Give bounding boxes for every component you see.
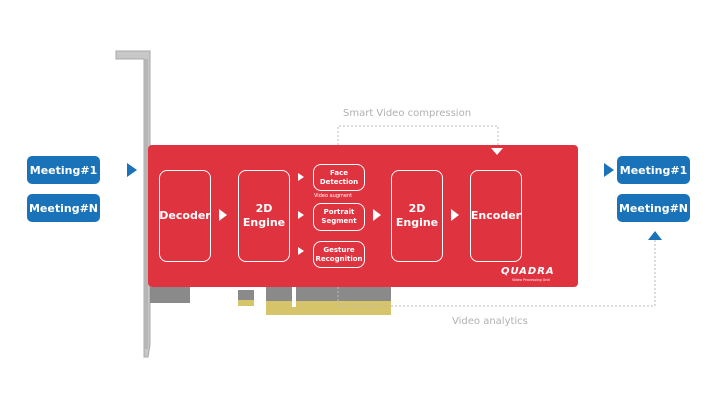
gesture-recognition-block: Gesture Recognition — [313, 241, 365, 268]
arrow-to-engine-out — [373, 209, 381, 221]
engine-in-block: 2D Engine — [238, 170, 290, 262]
arrow-to-encoder — [451, 209, 459, 221]
quadra-card: Decoder 2D Engine Face Detection Video a… — [148, 145, 578, 287]
face-detection-block: Face Detection — [313, 164, 365, 191]
compression-entry-icon — [491, 148, 503, 155]
encoder-block: Encoder — [470, 170, 522, 262]
meeting-1-output: Meeting#1 — [617, 156, 690, 184]
arrow-to-face — [298, 173, 304, 181]
annotation-smart-video-compression: Smart Video compression — [343, 108, 472, 119]
decoder-block: Decoder — [159, 170, 211, 262]
meeting-n-input: Meeting#N — [27, 194, 100, 222]
arrow-to-portrait — [298, 211, 304, 219]
meeting-1-input: Meeting#1 — [27, 156, 100, 184]
quadra-logo: QUADRA — [501, 266, 555, 277]
arrow-decoder-to-engine — [219, 209, 227, 221]
arrow-to-gesture — [298, 247, 304, 255]
connector-gold-small — [238, 300, 254, 306]
annotation-video-analytics: Video analytics — [452, 316, 528, 327]
connector-grey-small — [238, 290, 254, 300]
pcie-bracket — [115, 50, 151, 358]
video-augment-label: Video augment — [314, 193, 353, 199]
connector-grey-left — [150, 287, 190, 303]
connector-notch — [292, 287, 296, 307]
connector-grey-main — [266, 287, 391, 301]
engine-out-block: 2D Engine — [391, 170, 443, 262]
portrait-segment-block: Portrait Segment — [313, 203, 365, 231]
meeting-n-output: Meeting#N — [617, 194, 690, 222]
connector-gold-main — [266, 301, 391, 315]
quadra-tagline: Video Processing Unit — [512, 278, 550, 282]
